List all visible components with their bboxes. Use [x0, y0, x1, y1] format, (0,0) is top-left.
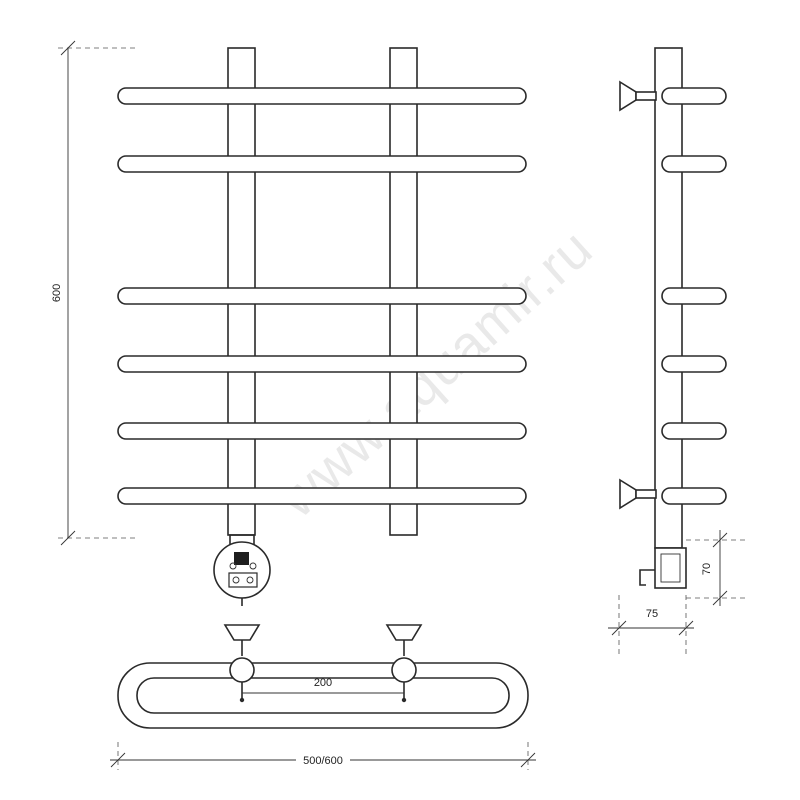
inner-loop	[136, 677, 510, 714]
side-controller	[639, 547, 687, 589]
rail-6	[117, 487, 527, 505]
rail-4	[117, 355, 527, 373]
controller-panel	[228, 572, 258, 588]
controller-body	[213, 541, 271, 599]
controller-button-3	[232, 576, 240, 584]
wall-mount-bottom	[619, 478, 657, 510]
controller-button-4	[246, 576, 254, 584]
controller-button-2	[249, 562, 257, 570]
top-right-mount	[385, 624, 423, 703]
width-label: 500/600	[303, 755, 343, 767]
controller-display	[234, 552, 249, 565]
pipe-spacing-label: 200	[314, 677, 332, 689]
top-view: 200 500/600	[110, 624, 536, 770]
controller-button-1	[229, 562, 237, 570]
depth-dimension: 75	[608, 595, 694, 655]
rail-5	[117, 422, 527, 440]
front-view: 600	[51, 40, 527, 606]
wall-mount-top	[619, 80, 657, 112]
rail-3	[117, 287, 527, 305]
rail-2	[117, 155, 527, 173]
side-rails	[661, 87, 727, 505]
controller-height-dimension: 70	[686, 530, 748, 606]
depth-label: 75	[646, 608, 658, 620]
pipe-spacing-dimension: 200	[242, 677, 404, 694]
watermark: www.aquamir.ru	[267, 218, 604, 530]
side-view: 75 70	[608, 47, 748, 655]
heater-controller	[213, 534, 271, 606]
height-label: 600	[51, 284, 63, 302]
controller-height-label: 70	[701, 563, 713, 575]
rail-1	[117, 87, 527, 105]
side-controller-body	[654, 547, 687, 589]
top-left-mount	[223, 624, 261, 703]
rails	[117, 87, 527, 505]
height-dimension: 600	[51, 40, 135, 546]
width-dimension: 500/600	[110, 742, 536, 770]
